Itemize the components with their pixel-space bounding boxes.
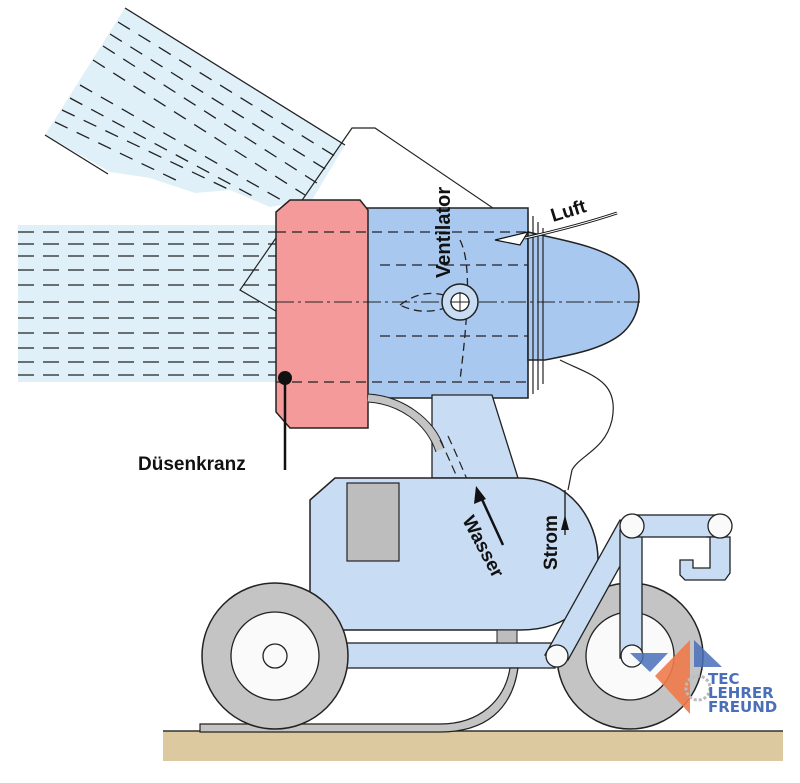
skid xyxy=(199,667,519,733)
logo-gear-icon xyxy=(684,674,712,702)
logo-line-2: LEHRER xyxy=(708,684,774,702)
water-hose xyxy=(367,394,444,452)
rear-cone xyxy=(527,231,640,361)
housing-dashes xyxy=(276,231,528,383)
label-strom: Strom xyxy=(541,515,562,570)
tow-arm-vertical xyxy=(619,529,643,659)
water-arrow-head xyxy=(474,486,486,504)
joint-front xyxy=(619,513,645,539)
air-arrow-head xyxy=(494,231,530,246)
front-wheel-hub xyxy=(262,643,288,669)
fan-blade xyxy=(399,239,469,381)
cable-housing xyxy=(559,359,614,491)
logo-triangle-blue-right xyxy=(694,640,722,667)
tec-lehrer-freund-logo: TEC LEHRER FREUND xyxy=(630,640,777,716)
spray-lower-edge xyxy=(44,134,109,175)
spray-upper xyxy=(45,8,345,207)
label-duesenkranz: Düsenkranz xyxy=(138,454,246,475)
power-arrow xyxy=(561,515,569,530)
spray-upper-edge xyxy=(124,7,346,146)
water-arrow-shaft xyxy=(478,494,505,546)
nozzle-ring xyxy=(275,199,369,429)
water-hose-outline xyxy=(367,393,445,453)
chassis-beam xyxy=(344,642,556,669)
logo-line-3: FREUND xyxy=(708,698,777,716)
intake-grille xyxy=(527,212,544,398)
logo-line-1: TEC xyxy=(708,670,740,688)
ground xyxy=(163,731,783,761)
joint-chassis xyxy=(545,644,569,668)
logo-diamond-orange xyxy=(655,640,690,714)
spray-straight xyxy=(18,225,276,382)
chassis-mount xyxy=(496,629,518,644)
tow-hook xyxy=(679,536,731,581)
control-panel xyxy=(346,482,400,562)
joint-rear xyxy=(707,513,733,539)
air-arrow-inner xyxy=(524,212,618,239)
logo-triangle-blue-left xyxy=(630,653,668,672)
label-ventilator: Ventilator xyxy=(433,187,455,278)
spray-straight-dashes xyxy=(18,231,276,376)
support-column xyxy=(431,394,519,479)
spray-upper-dashes xyxy=(54,21,339,206)
